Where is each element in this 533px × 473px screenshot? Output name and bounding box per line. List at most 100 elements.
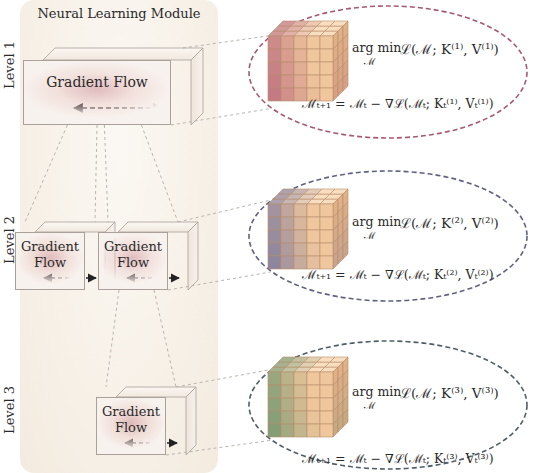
cube-cell (286, 26, 304, 31)
cube-cell (268, 398, 281, 411)
cube-cell (320, 217, 333, 230)
cube-cell (307, 49, 320, 62)
cube-cell (294, 217, 307, 230)
cube-cell (338, 388, 343, 406)
flow-arrow (74, 107, 162, 108)
level-label: Level 3 (2, 375, 18, 445)
equation-text: ℒ(ℳ; K⁽³⁾, V⁽³⁾) (400, 384, 499, 402)
cube-cell (333, 57, 338, 75)
memory-cube (268, 357, 348, 437)
box-face (35, 222, 115, 232)
cube-cell (320, 31, 338, 36)
cube-cell (268, 75, 281, 88)
level-label: Level 1 (2, 30, 18, 100)
cube-cell (343, 409, 348, 427)
dashed-connector (106, 290, 176, 387)
cube-cell (338, 39, 343, 57)
cube-cell (333, 70, 338, 88)
cube-cell (273, 362, 291, 367)
cube-cell (281, 36, 294, 49)
cube-cell (268, 31, 286, 36)
equation-text: ℳ (364, 228, 376, 242)
dashed-connector (168, 200, 271, 290)
equation-text: ℒ(ℳ; K⁽²⁾, V⁽²⁾) (400, 214, 499, 232)
cube-cell (307, 217, 320, 230)
cube-cell (320, 36, 333, 49)
cube-cell (338, 78, 343, 96)
cube-cell (333, 419, 338, 437)
cube-cell (320, 62, 333, 75)
cube-cell (281, 372, 294, 385)
cube-cell (333, 380, 338, 398)
cube-cell (299, 362, 317, 367)
cube-cell (281, 256, 294, 269)
cube-cell (320, 256, 333, 269)
equation-text: ℳₜ₊₁ = ℳₜ − ∇ℒ(ℳₜ; Kₜ⁽²⁾, Vₜ⁽²⁾) (268, 266, 528, 283)
gradient-flow-box: Gradient Flow (15, 232, 85, 290)
cube-cell (320, 385, 333, 398)
cube-cell (325, 362, 343, 367)
box-face (105, 222, 115, 290)
cube-cell (304, 357, 322, 362)
cube-cell (333, 393, 338, 411)
cube-cell (317, 21, 335, 26)
equation-text: arg min (352, 214, 401, 229)
cube-cell (338, 375, 343, 393)
flow-arrow (125, 442, 177, 443)
cube-cell (281, 398, 294, 411)
cube-cell (307, 62, 320, 75)
cube-cell (338, 401, 343, 419)
ellipse-outline (248, 5, 528, 139)
cube-cell (281, 49, 294, 62)
cube-cell (330, 21, 348, 26)
memory-cube (268, 189, 348, 269)
cube-cell (320, 372, 333, 385)
cube-cell (278, 357, 296, 362)
box-face (191, 48, 203, 125)
cube-cell (268, 204, 281, 217)
cube-cell (281, 217, 294, 230)
cube-cell (325, 26, 343, 31)
cube-cell (343, 383, 348, 401)
cube-cell (333, 251, 338, 269)
cube-cell (338, 26, 343, 44)
cube-cell (268, 411, 281, 424)
cube-cell (338, 414, 343, 432)
cube-cell (268, 199, 286, 204)
equation-text: ℳₜ₊₁ = ℳₜ − ∇ℒ(ℳₜ; Kₜ⁽¹⁾, Vₜ⁽¹⁾) (268, 95, 528, 112)
cube-cell (333, 212, 338, 230)
cube-cell (294, 398, 307, 411)
cube-cell (268, 49, 281, 62)
cube-cell (320, 88, 333, 101)
cube-cell (338, 220, 343, 238)
box-label: Gradient Flow (24, 74, 170, 91)
cube-cell (299, 194, 317, 199)
cube-cell (268, 243, 281, 256)
dashed-connector (104, 125, 178, 222)
cube-cell (286, 362, 304, 367)
cube-cell (268, 385, 281, 398)
ellipse-outline-shape (249, 341, 527, 469)
cube-cell (307, 88, 320, 101)
cube-cell (294, 243, 307, 256)
cube-cell (333, 367, 338, 385)
cube-cell (320, 199, 338, 204)
cube-cell (343, 47, 348, 65)
equation-text: ℳ (364, 54, 376, 68)
dashed-connector (171, 36, 271, 125)
cube-cell (307, 367, 325, 372)
cube-cell (304, 189, 322, 194)
cube-cell (268, 88, 281, 101)
cube-cell (294, 49, 307, 62)
cube-cell (281, 385, 294, 398)
cube-cell (307, 256, 320, 269)
cube-cell (281, 199, 299, 204)
cube-cell (307, 411, 320, 424)
cube-cell (320, 411, 333, 424)
cube-cell (343, 215, 348, 233)
cube-cell (278, 21, 296, 26)
cube-cell (330, 357, 348, 362)
cube-cell (294, 256, 307, 269)
cube-cell (333, 225, 338, 243)
flow-arrow (127, 277, 179, 278)
